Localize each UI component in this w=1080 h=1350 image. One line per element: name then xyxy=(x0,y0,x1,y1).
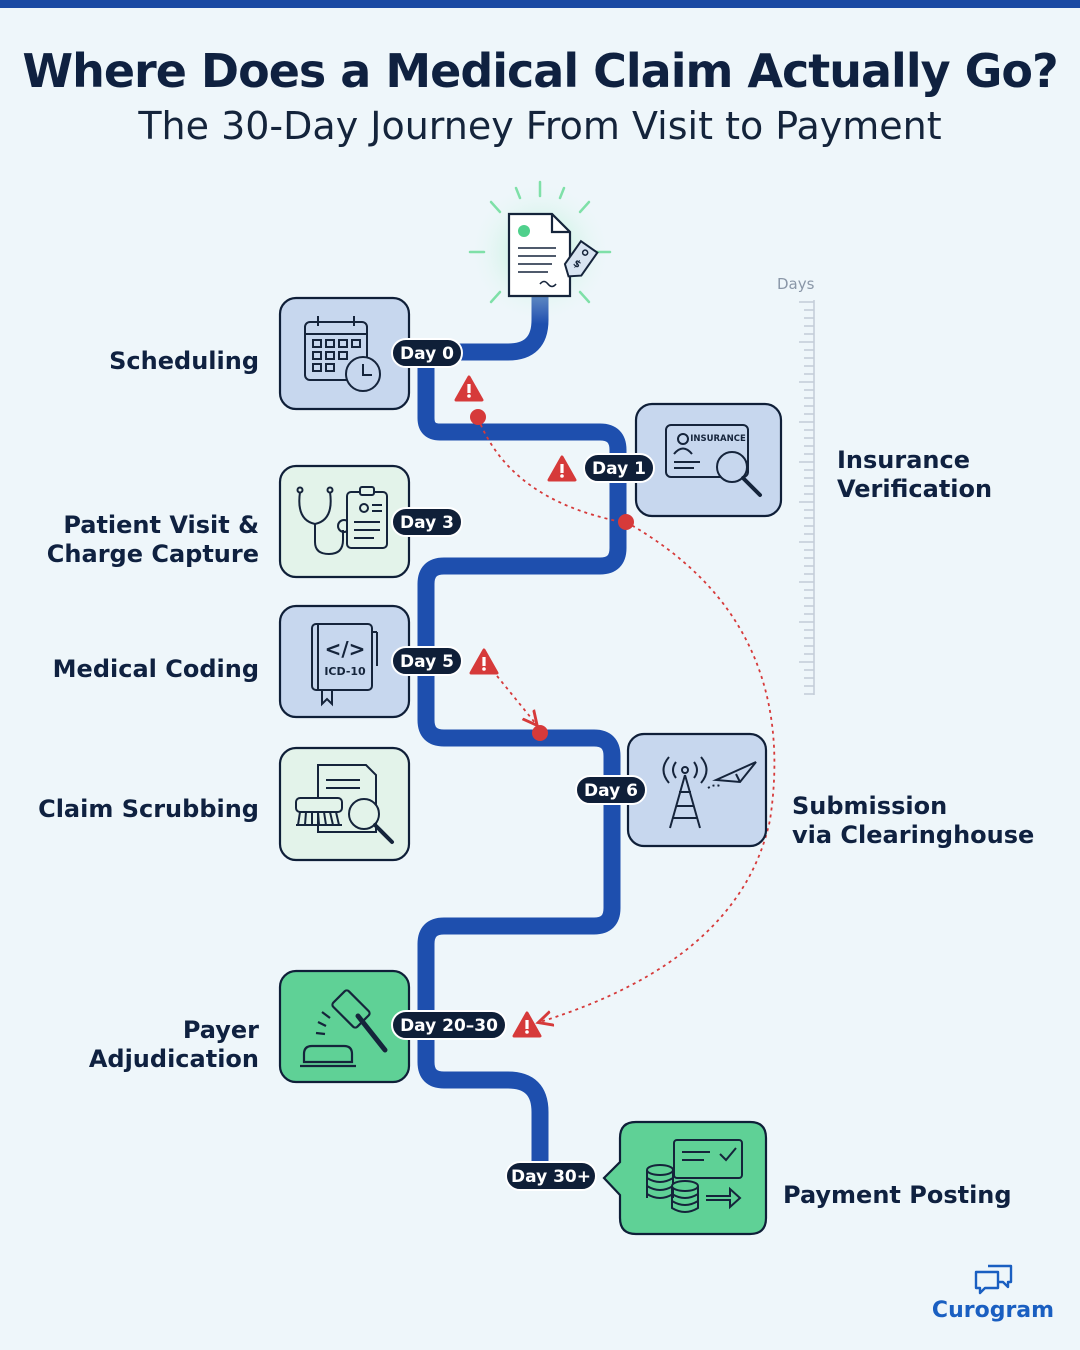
stage-label-line: Medical Coding xyxy=(52,655,259,683)
page-subtitle: The 30-Day Journey From Visit to Payment xyxy=(138,104,942,148)
stage-label-medical-coding: Medical Coding xyxy=(40,655,259,684)
stage-label-line: via Clearinghouse xyxy=(792,821,1035,849)
claim-scrubbing-icon-box xyxy=(278,746,411,862)
coding-book-icon xyxy=(311,623,378,707)
insurance-card-icon xyxy=(665,424,762,497)
stage-label-line: Patient Visit & xyxy=(63,511,259,539)
day-pill: Day 30+ xyxy=(505,1161,597,1191)
code-symbol-text: </> xyxy=(325,637,366,661)
warning-icon xyxy=(454,375,484,402)
svg-text:Day 3: Day 3 xyxy=(400,513,454,533)
stage-label-line: Submission xyxy=(792,792,948,820)
medical-coding-icon-box: </> ICD-10 xyxy=(278,604,411,719)
warning-icon xyxy=(469,648,499,675)
stage-label-line: Payer xyxy=(182,1016,259,1044)
stage-label-line: Payment Posting xyxy=(783,1181,1012,1209)
insurance-card-text: INSURANCE xyxy=(690,434,746,444)
svg-text:Day 30+: Day 30+ xyxy=(511,1167,591,1187)
brand-name: Curogram xyxy=(931,1298,1055,1323)
icd10-text: ICD-10 xyxy=(324,665,366,678)
stage-label-line: Charge Capture xyxy=(46,540,259,568)
svg-text:Day 5: Day 5 xyxy=(400,652,454,672)
days-scale xyxy=(799,300,815,695)
stage-label-line: Scheduling xyxy=(109,347,259,375)
payment-posting-icon-box xyxy=(602,1120,768,1236)
svg-text:Day 0: Day 0 xyxy=(400,344,454,364)
patient-visit-icon-box xyxy=(278,464,411,579)
stage-label-submission: Submission via Clearinghouse xyxy=(792,792,1052,850)
stage-label-payment-posting: Payment Posting xyxy=(783,1181,1043,1210)
day-pill: Day 1 xyxy=(583,453,655,483)
day-pill: Day 20–30 xyxy=(391,1010,507,1040)
svg-text:Day 1: Day 1 xyxy=(592,459,646,479)
stage-label-patient-visit: Patient Visit & Charge Capture xyxy=(40,511,259,569)
warning-icon xyxy=(512,1011,542,1038)
day-pill: Day 3 xyxy=(391,507,463,537)
svg-text:Day 20–30: Day 20–30 xyxy=(400,1016,498,1036)
signal-tower-icon xyxy=(662,756,757,829)
insurance-verification-icon-box: INSURANCE xyxy=(634,402,783,518)
warning-icon xyxy=(547,455,577,482)
stage-label-line: Adjudication xyxy=(88,1045,259,1073)
svg-text:Day 6: Day 6 xyxy=(584,781,638,801)
scheduling-icon-box xyxy=(278,296,411,411)
stage-label-line: Verification xyxy=(837,475,993,503)
checkpoint-dot xyxy=(532,725,548,741)
page-title: Where Does a Medical Claim Actually Go? xyxy=(22,44,1058,98)
calendar-icon xyxy=(304,316,381,392)
stage-label-line: Claim Scrubbing xyxy=(38,795,259,823)
stage-label-payer-adjudication: Payer Adjudication xyxy=(60,1016,259,1074)
stage-label-insurance-verification: Insurance Verification xyxy=(837,446,1037,504)
payer-adjudication-icon-box xyxy=(278,969,411,1084)
claim-document-icon: $ xyxy=(468,180,612,324)
submission-icon-box xyxy=(626,732,768,848)
days-axis-label: Days xyxy=(777,275,815,293)
checkpoint-dot xyxy=(470,409,486,425)
money-transfer-icon xyxy=(646,1139,743,1213)
top-accent-bar xyxy=(0,0,1080,8)
day-pill: Day 0 xyxy=(391,338,463,368)
stage-label-line: Insurance xyxy=(837,446,971,474)
curogram-logo-icon xyxy=(974,1264,1013,1295)
day-pill: Day 5 xyxy=(391,646,463,676)
stage-label-scheduling: Scheduling xyxy=(60,347,259,376)
checkpoint-dot xyxy=(618,514,634,530)
stethoscope-icon xyxy=(296,486,388,556)
scrub-brush-icon xyxy=(295,764,394,844)
gavel-icon xyxy=(300,989,388,1068)
day-pill: Day 6 xyxy=(575,775,647,805)
stage-label-claim-scrubbing: Claim Scrubbing xyxy=(30,795,259,824)
rework-arrows xyxy=(477,417,776,1022)
